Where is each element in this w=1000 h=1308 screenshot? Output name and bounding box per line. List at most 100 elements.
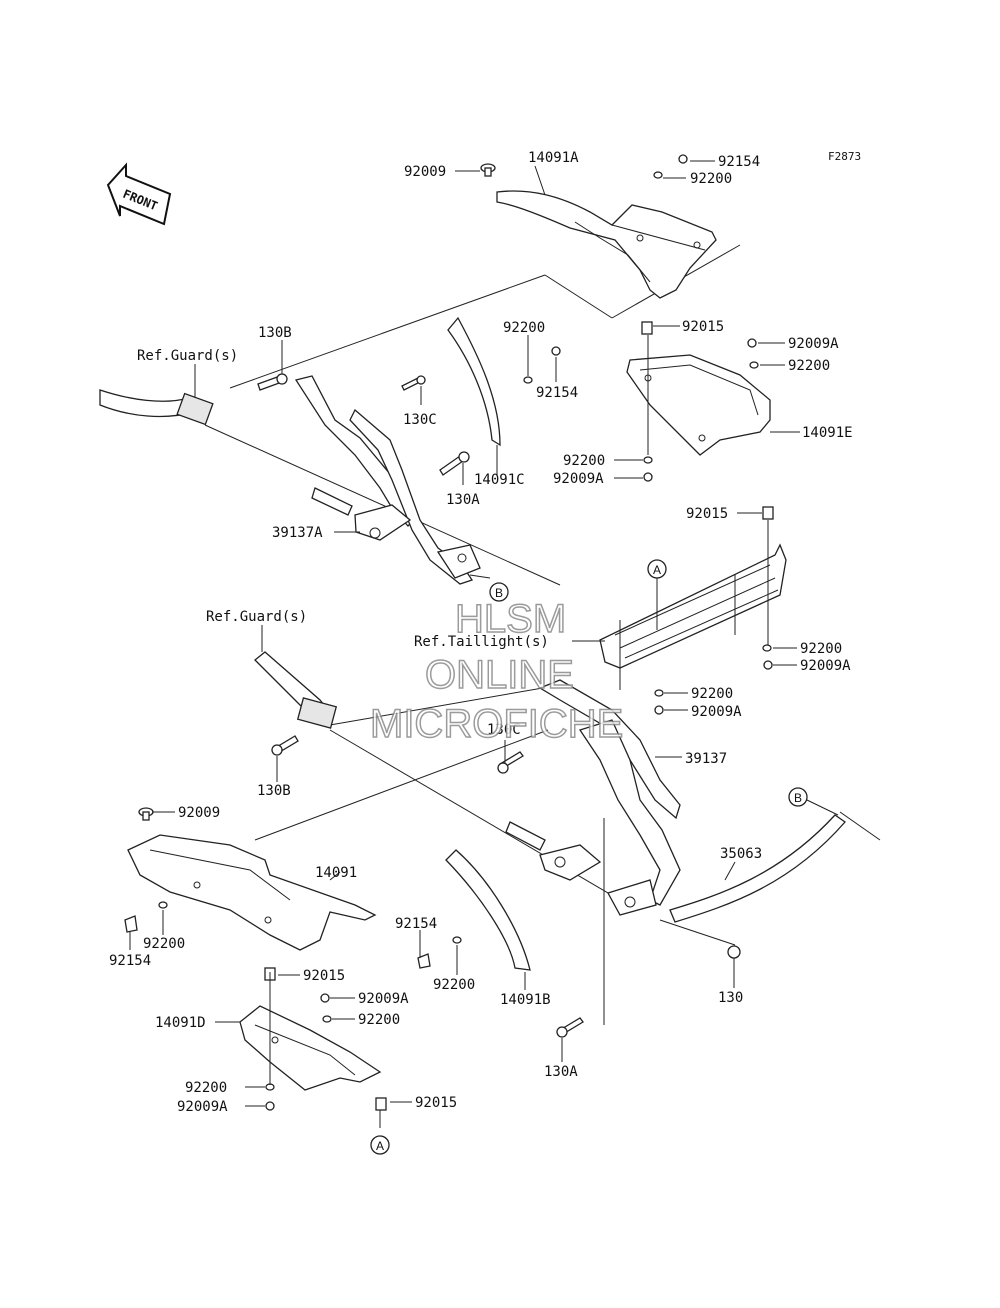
label-92200-b: 92200 bbox=[788, 358, 830, 374]
label-130a-top: 130A bbox=[446, 492, 480, 508]
label-35063: 35063 bbox=[720, 846, 762, 862]
screw-92009a-e bbox=[320, 993, 330, 1003]
label-130: 130 bbox=[718, 990, 743, 1006]
grommet-92015-b bbox=[762, 506, 774, 520]
guard-tube-top bbox=[99, 389, 214, 426]
label-92015-c: 92015 bbox=[303, 968, 345, 984]
part-14091b-strip bbox=[445, 849, 531, 971]
washer-92200-f bbox=[654, 689, 664, 697]
marker-label: B bbox=[794, 791, 802, 805]
label-92009a-c: 92009A bbox=[800, 658, 851, 674]
figure-code: F2873 bbox=[828, 150, 861, 163]
label-130b-top: 130B bbox=[258, 325, 292, 341]
part-14091-cover bbox=[127, 834, 377, 951]
marker-label: A bbox=[376, 1139, 384, 1153]
label-92200-c: 92200 bbox=[503, 320, 545, 336]
label-14091d: 14091D bbox=[155, 1015, 206, 1031]
watermark-line1: HLSM bbox=[455, 597, 566, 641]
label-14091a: 14091A bbox=[528, 150, 579, 166]
label-leaders bbox=[129, 160, 800, 1128]
leader-line bbox=[839, 811, 881, 841]
leader-line bbox=[254, 729, 549, 841]
label-92154-b: 92154 bbox=[536, 385, 578, 401]
label-39137: 39137 bbox=[685, 751, 727, 767]
leader-line bbox=[659, 919, 736, 946]
label-92009a-f: 92009A bbox=[177, 1099, 228, 1115]
label-92015-b: 92015 bbox=[686, 506, 728, 522]
screw-92154-c bbox=[124, 915, 138, 933]
label-14091b: 14091B bbox=[500, 992, 551, 1008]
screw-92154-b bbox=[551, 346, 561, 356]
grommet-92015-a bbox=[641, 321, 653, 335]
screw-92154-d bbox=[417, 953, 431, 969]
label-92009a-e: 92009A bbox=[358, 991, 409, 1007]
ref-guard-top: Ref.Guard(s) bbox=[137, 348, 238, 364]
label-92009-top: 92009 bbox=[404, 164, 446, 180]
screw-92009a-d bbox=[654, 705, 664, 715]
watermark-line2: ONLINE bbox=[425, 653, 574, 697]
circle-marker-a-top: A bbox=[647, 559, 667, 630]
fastener-92009-top bbox=[480, 163, 496, 177]
part-35063-stay bbox=[669, 814, 846, 923]
bolt-130a-top bbox=[439, 451, 470, 476]
label-92009-bottom: 92009 bbox=[178, 805, 220, 821]
washer-92200-i bbox=[322, 1015, 332, 1023]
part-14091a-cover bbox=[496, 190, 717, 299]
label-92154-top: 92154 bbox=[718, 154, 760, 170]
bolt-130c-top bbox=[401, 375, 426, 391]
part-39137a-bracket bbox=[294, 375, 481, 585]
fastener-92009-bottom bbox=[138, 807, 154, 821]
label-92200-h: 92200 bbox=[433, 977, 475, 993]
marker-label: A bbox=[653, 563, 661, 577]
label-92200-top: 92200 bbox=[690, 171, 732, 187]
ref-taillight: Ref.Taillight(s) bbox=[414, 634, 549, 650]
bolt-130b-bottom bbox=[271, 735, 299, 756]
leader-line bbox=[544, 274, 613, 319]
label-92200-d: 92200 bbox=[563, 453, 605, 469]
label-92200-e: 92200 bbox=[800, 641, 842, 657]
fastener-92154-top bbox=[678, 154, 688, 164]
washer-92200-c bbox=[523, 376, 533, 384]
marker-label: B bbox=[495, 586, 503, 600]
watermark: HLSM ONLINE MICROFICHE bbox=[369, 596, 624, 747]
circle-marker-b-top: B bbox=[489, 582, 509, 602]
label-92200-i: 92200 bbox=[358, 1012, 400, 1028]
label-130c-bottom: 130C bbox=[487, 722, 521, 738]
leader-line bbox=[204, 424, 561, 586]
washer-92200-b bbox=[749, 361, 759, 369]
label-130b-bottom: 130B bbox=[257, 783, 291, 799]
label-92154-c: 92154 bbox=[109, 953, 151, 969]
label-130a-bottom: 130A bbox=[544, 1064, 578, 1080]
bolt-130 bbox=[727, 945, 741, 959]
washer-92200-e bbox=[762, 644, 772, 652]
label-92009a-b: 92009A bbox=[553, 471, 604, 487]
label-92154-d: 92154 bbox=[395, 916, 437, 932]
screw-92009a-f bbox=[265, 1101, 275, 1111]
ref-guard-bottom: Ref.Guard(s) bbox=[206, 609, 307, 625]
washer-92200-top bbox=[653, 171, 663, 179]
screw-92009a-b bbox=[643, 472, 653, 482]
part-39137-bracket bbox=[505, 679, 681, 916]
leader-line bbox=[329, 684, 561, 726]
bolt-130c-bottom bbox=[497, 751, 524, 774]
label-92200-g: 92200 bbox=[143, 936, 185, 952]
washer-92200-d bbox=[643, 456, 653, 464]
watermark-line3: MICROFICHE bbox=[370, 702, 623, 746]
circle-marker-b-bottom: B bbox=[788, 787, 839, 816]
grommet-92015-d bbox=[375, 1097, 387, 1111]
guard-tube-bottom bbox=[254, 651, 338, 729]
label-92009a-a: 92009A bbox=[788, 336, 839, 352]
bolt-130a-bottom bbox=[556, 1017, 584, 1038]
part-14091c-strip bbox=[447, 316, 501, 447]
label-130c-top: 130C bbox=[403, 412, 437, 428]
label-14091c: 14091C bbox=[474, 472, 525, 488]
label-14091: 14091 bbox=[315, 865, 357, 881]
washer-92200-g bbox=[158, 901, 168, 909]
part-14091d-cover bbox=[239, 1005, 382, 1091]
label-92015-d: 92015 bbox=[415, 1095, 457, 1111]
label-92200-j: 92200 bbox=[185, 1080, 227, 1096]
taillight-assembly bbox=[599, 543, 787, 690]
washer-92200-h bbox=[452, 936, 462, 944]
